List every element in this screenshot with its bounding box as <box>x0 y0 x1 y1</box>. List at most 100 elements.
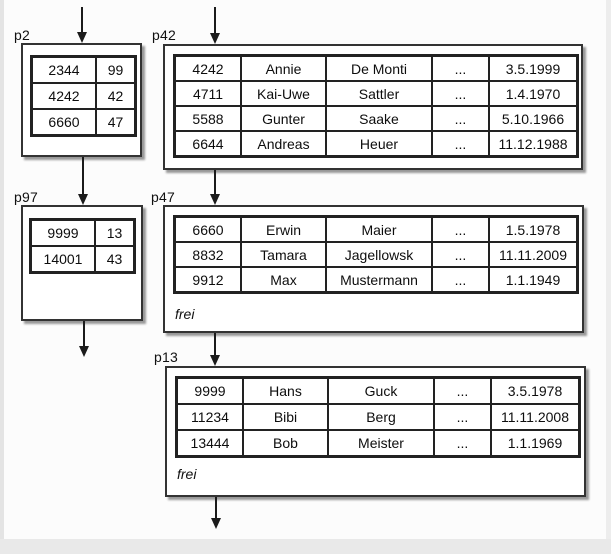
table-cell: ... <box>432 217 489 242</box>
page-box-p47: 6660 Erwin Maier ... 1.5.1978 8832 Tamar… <box>163 205 584 333</box>
table-cell: ... <box>432 81 489 106</box>
record-table-p42: 4242 Annie De Monti ... 3.5.1999 4711 Ka… <box>173 54 579 158</box>
record-table-p47: 6660 Erwin Maier ... 1.5.1978 8832 Tamar… <box>173 215 579 294</box>
arrow-line <box>82 157 84 197</box>
table-cell: Meister <box>328 430 434 456</box>
arrow-out-of-p97 <box>79 321 89 357</box>
arrow-line <box>215 497 217 521</box>
page-label-p2: p2 <box>14 27 30 43</box>
arrow-line <box>81 7 83 35</box>
arrow-line <box>214 170 216 197</box>
table-cell: De Monti <box>326 56 432 81</box>
table-cell: 11.11.2008 <box>491 404 579 430</box>
table-cell: 3.5.1999 <box>489 56 577 81</box>
arrow-down-icon <box>78 194 88 205</box>
table-cell: 1.5.1978 <box>489 217 577 242</box>
table-cell: ... <box>432 242 489 267</box>
table-cell: 4242 <box>175 56 241 81</box>
table-cell: Berg <box>328 404 434 430</box>
table-cell: Max <box>241 267 326 292</box>
arrow-down-icon <box>210 194 220 205</box>
table-cell: 3.5.1978 <box>491 378 579 404</box>
table-cell: 6660 <box>175 217 241 242</box>
index-table-p97: 9999 13 14001 43 <box>29 218 136 274</box>
page-edge-left <box>0 0 4 554</box>
table-cell: 11234 <box>177 404 243 430</box>
table-cell: 1.1.1949 <box>489 267 577 292</box>
table-cell: 5.10.1966 <box>489 106 577 131</box>
table-cell: ... <box>432 106 489 131</box>
table-cell: 1.4.1970 <box>489 81 577 106</box>
record-table-p13: 9999 Hans Guck ... 3.5.1978 11234 Bibi B… <box>175 376 581 458</box>
page-label-p47: p47 <box>151 189 175 205</box>
table-cell: Hans <box>243 378 328 404</box>
table-cell: ... <box>432 131 489 156</box>
table-cell: 11.12.1988 <box>489 131 577 156</box>
table-cell: ... <box>434 404 491 430</box>
table-cell: 1.1.1969 <box>491 430 579 456</box>
table-cell: 2344 <box>32 57 96 83</box>
arrow-line <box>83 321 85 349</box>
table-cell: Jagellowsk <box>326 242 432 267</box>
table-cell: 13444 <box>177 430 243 456</box>
table-cell: Kai-Uwe <box>241 81 326 106</box>
table-cell: 9999 <box>31 220 95 246</box>
page-label-p97: p97 <box>14 189 38 205</box>
table-cell: 5588 <box>175 106 241 131</box>
table-cell: ... <box>434 430 491 456</box>
table-cell: Saake <box>326 106 432 131</box>
table-cell: Annie <box>241 56 326 81</box>
arrow-line <box>214 7 216 36</box>
table-cell: Heuer <box>326 131 432 156</box>
table-cell: 99 <box>96 57 135 83</box>
table-cell: Tamara <box>241 242 326 267</box>
arrow-down-icon <box>210 355 220 366</box>
table-cell: 13 <box>95 220 134 246</box>
table-cell: 42 <box>96 83 135 109</box>
table-cell: 11.11.2009 <box>489 242 577 267</box>
table-cell: 6644 <box>175 131 241 156</box>
page-box-p13: 9999 Hans Guck ... 3.5.1978 11234 Bibi B… <box>165 366 586 497</box>
arrow-into-p42 <box>210 7 220 44</box>
page-label-p13: p13 <box>154 349 178 365</box>
table-cell: 4242 <box>32 83 96 109</box>
arrow-p2-to-p97 <box>78 157 88 205</box>
arrow-down-icon <box>211 518 221 529</box>
page-edge-right <box>606 0 611 554</box>
table-cell: Mustermann <box>326 267 432 292</box>
page-label-p42: p42 <box>152 27 176 43</box>
table-cell: ... <box>434 378 491 404</box>
page-box-p42: 4242 Annie De Monti ... 3.5.1999 4711 Ka… <box>163 44 583 170</box>
free-space-label: frei <box>175 306 195 322</box>
arrow-p42-to-p47 <box>210 170 220 205</box>
free-space-label: frei <box>177 466 197 482</box>
table-cell: 14001 <box>31 246 95 272</box>
table-cell: Sattler <box>326 81 432 106</box>
table-cell: 4711 <box>175 81 241 106</box>
arrow-p47-to-p13 <box>210 333 220 366</box>
page-box-p97: 9999 13 14001 43 <box>21 205 143 321</box>
table-cell: 9912 <box>175 267 241 292</box>
arrow-down-icon <box>77 32 87 43</box>
page-edge-bottom <box>0 539 611 554</box>
arrow-into-p2 <box>77 7 87 43</box>
arrow-down-icon <box>79 346 89 357</box>
table-cell: 47 <box>96 109 135 135</box>
arrow-out-of-p13 <box>211 497 221 529</box>
table-cell: Maier <box>326 217 432 242</box>
table-cell: Erwin <box>241 217 326 242</box>
table-cell: Gunter <box>241 106 326 131</box>
table-cell: 43 <box>95 246 134 272</box>
table-cell: Andreas <box>241 131 326 156</box>
page-box-p2: 2344 99 4242 42 6660 47 <box>21 43 142 157</box>
arrow-down-icon <box>210 33 220 44</box>
table-cell: 8832 <box>175 242 241 267</box>
index-table-p2: 2344 99 4242 42 6660 47 <box>30 55 137 137</box>
table-cell: Guck <box>328 378 434 404</box>
table-cell: ... <box>432 56 489 81</box>
table-cell: Bob <box>243 430 328 456</box>
table-cell: Bibi <box>243 404 328 430</box>
table-cell: 6660 <box>32 109 96 135</box>
arrow-line <box>214 333 216 358</box>
